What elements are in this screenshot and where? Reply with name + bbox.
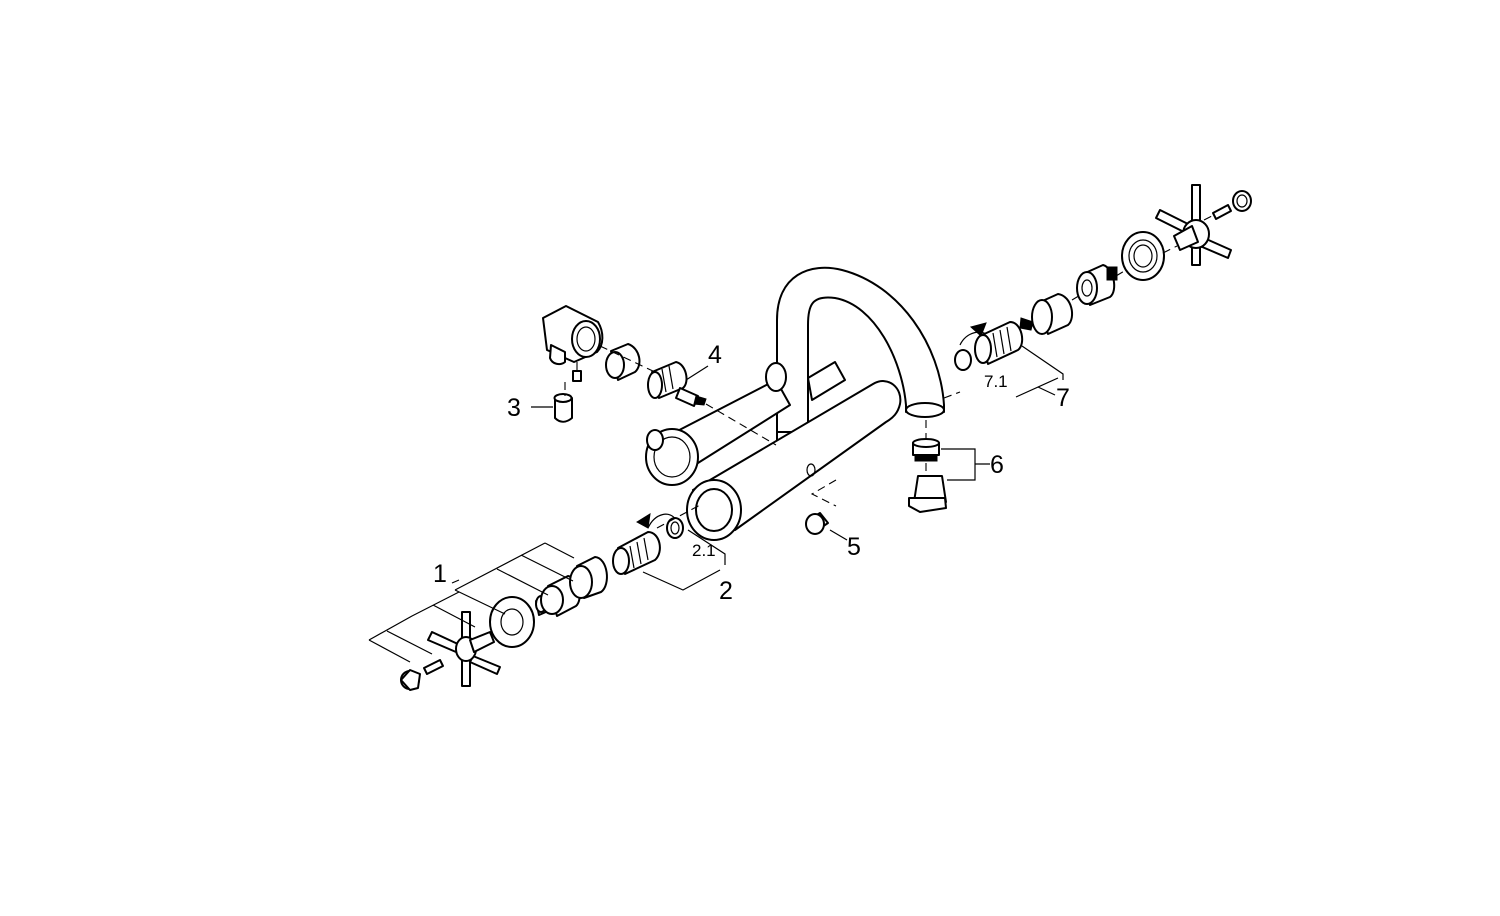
callout-5: 5: [847, 533, 861, 561]
part-3-4-diverter-assembly: [542, 305, 707, 423]
callout-7: 7: [1056, 384, 1070, 412]
callout-4: 4: [708, 341, 722, 369]
callout-2-1: 2.1: [692, 541, 716, 560]
part-1-left-handle-assembly: [368, 542, 608, 691]
callout-leader-lines: [451, 365, 1056, 584]
faucet-body: [645, 266, 945, 541]
callout-3: 3: [507, 394, 521, 422]
callout-7-1: 7.1: [984, 372, 1008, 391]
part-6-aerator: [908, 438, 947, 513]
assembly-axis-lines: [564, 215, 1213, 529]
callout-2: 2: [719, 577, 733, 605]
part-5-plug: [805, 512, 829, 535]
part-2-left-cartridge: [612, 513, 726, 591]
callout-1: 1: [433, 560, 447, 588]
callout-6: 6: [990, 451, 1004, 479]
callout-labels: 1 2 2.1 3 4 5 6 7 7.1: [433, 341, 1070, 605]
part-7-right-handle-assembly: [954, 184, 1252, 398]
